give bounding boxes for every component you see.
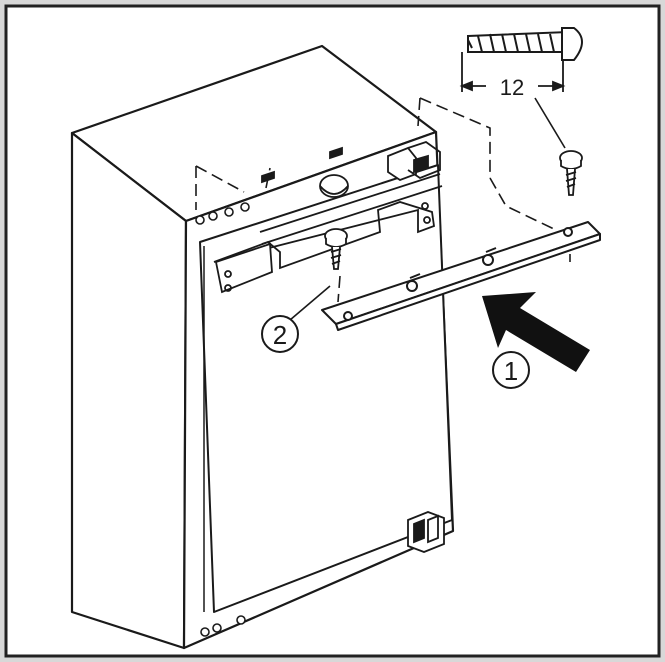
callout-step-2-label: 2: [273, 320, 287, 350]
cabinet-top-details: [261, 141, 441, 198]
callout-step-1: 1: [492, 351, 530, 389]
screw-length-label: 12: [500, 75, 524, 100]
front-mounting-plate: [213, 201, 435, 294]
callout-step-1-label: 1: [504, 356, 518, 386]
callout-step-2: 2: [261, 315, 299, 353]
screw-detail-icon: [467, 27, 583, 61]
screw-icon: [559, 150, 583, 196]
leader-lines: [289, 97, 566, 321]
insert-direction-arrow: [482, 292, 590, 372]
door-panel: [199, 164, 453, 613]
screw-icon: [324, 228, 348, 270]
length-dimension: [459, 52, 566, 92]
cabinet-side: [70, 131, 188, 650]
mounting-rail: [321, 221, 601, 331]
lower-hinge: [407, 511, 445, 553]
top-rail: [259, 173, 443, 245]
side-screw-holes: [195, 202, 250, 637]
dashed-guides: [195, 97, 571, 303]
